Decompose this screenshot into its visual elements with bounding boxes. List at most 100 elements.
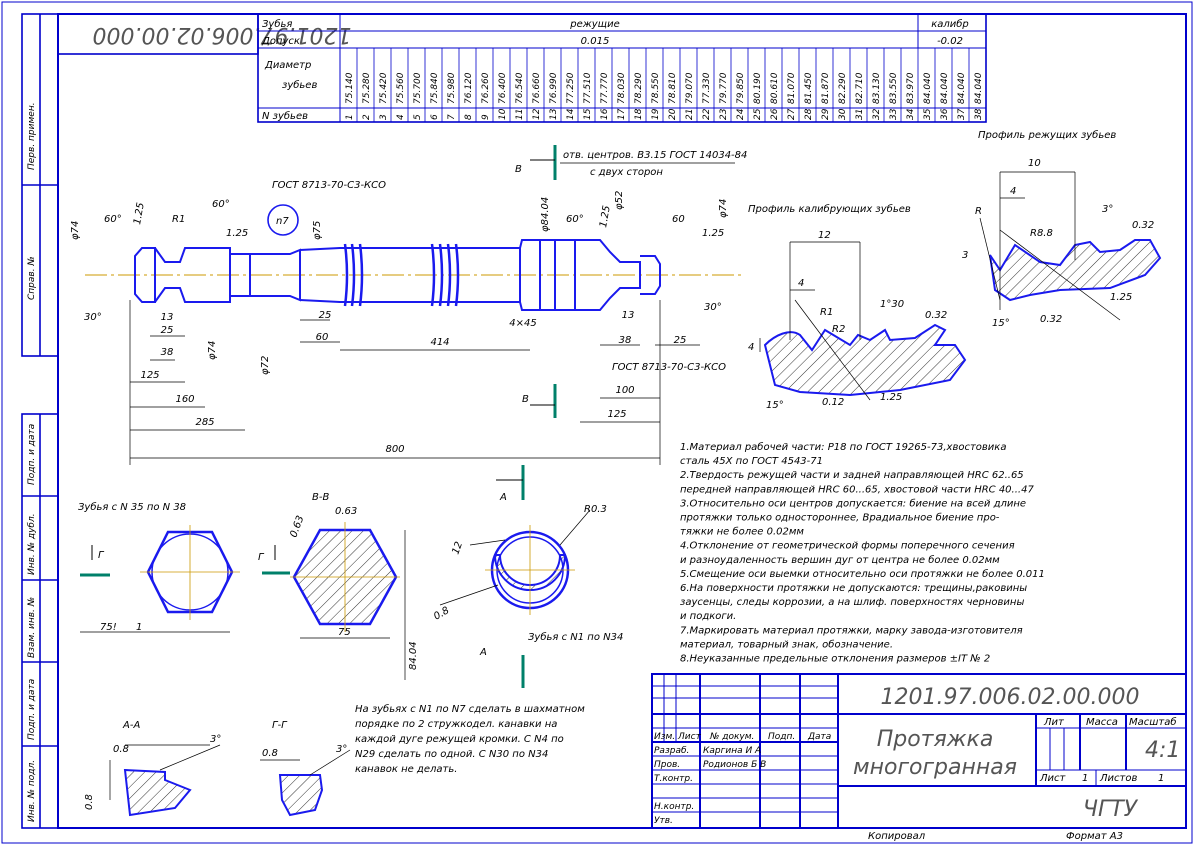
calib-dim-4b: 4 <box>748 342 754 353</box>
calib-profile-title: Профиль калибрующих зубьев <box>748 203 911 215</box>
view-b-top: В отв. центров. В3.15 ГОСТ 14034-84 с дв… <box>515 145 747 180</box>
cut-dim-r: R <box>975 206 982 217</box>
dim-38b: 38 <box>619 335 632 346</box>
top-drawing-number: 1201.97.006.02.00.000 <box>93 22 352 47</box>
gg-dim-08: 0.8 <box>262 748 278 759</box>
calib-dim-125: 1.25 <box>880 392 902 403</box>
dim-60: 60 <box>316 332 329 343</box>
diameter-cell: 76.400 <box>498 72 508 104</box>
dim-30deg-a: 30° <box>84 312 102 323</box>
title-drawing-number: 1201.97.006.02.00.000 <box>881 685 1140 710</box>
diameter-cell: 75.840 <box>430 72 440 104</box>
arrow-g-label-1: Г <box>98 550 105 561</box>
hex-dim-1: 1 <box>136 622 142 633</box>
diameter-cell: 82.710 <box>855 72 865 104</box>
dim-125-b: 1.25 <box>702 228 724 239</box>
tooth-number-cell: 4 <box>396 114 406 120</box>
calib-dim-15: 15° <box>766 400 784 411</box>
tech-note-line: и подкоги. <box>680 611 736 622</box>
title-scale: 4:1 <box>1145 738 1180 763</box>
tooth-number-cell: 31 <box>855 109 865 120</box>
diameter-cell: 75.280 <box>362 72 372 104</box>
tooth-number-cell: 13 <box>549 108 559 120</box>
dim-125: 125 <box>140 370 159 381</box>
tooth-number-cell: 22 <box>702 108 712 120</box>
diameter-cell: 83.130 <box>872 72 882 104</box>
main-dimensions <box>129 300 700 465</box>
title-block <box>651 673 1187 829</box>
tech-note-line: 3.Относительно оси центров допускается: … <box>680 497 1026 509</box>
tooth-ridge <box>446 243 452 307</box>
dim-160: 160 <box>175 394 194 405</box>
round-dim-08: 0.8 <box>432 605 451 622</box>
tooth-number-cell: 2 <box>362 114 372 120</box>
tooth-number-cell: 14 <box>566 108 576 120</box>
diameter-cell: 76.260 <box>481 72 491 104</box>
bb-dim-8404: 84.04 <box>408 641 419 670</box>
table-row3-label-1: Диаметр <box>264 60 311 71</box>
dim-phi74a: φ74 <box>70 221 81 240</box>
tech-note-line: 8.Неуказанные предельные отклонения разм… <box>680 654 990 665</box>
dim-60deg-a: 60° <box>104 214 122 225</box>
cut-dim-125: 1.25 <box>1110 292 1132 303</box>
title-sheet-label: Лист <box>1039 773 1067 784</box>
tooth-number-cell: 23 <box>719 108 729 120</box>
tb-izm: Изм. <box>654 732 675 742</box>
bb-dim-063a: 0.63 <box>335 506 357 517</box>
title-lit: Лит <box>1043 717 1065 728</box>
cut-dim-3: 3 <box>962 250 968 261</box>
dim-13a: 13 <box>161 312 174 323</box>
dim-phi72: φ72 <box>260 356 271 375</box>
section-aa: 0.8 3° 0.8 <box>84 734 221 817</box>
diameter-cell: 81.870 <box>821 72 831 104</box>
diameter-cell: 81.450 <box>804 72 814 104</box>
title-mass: Масса <box>1086 717 1118 728</box>
table-row4-label: N зубьев <box>262 110 308 122</box>
tooth-ridge <box>438 243 444 307</box>
arrow-g-mid: Г <box>258 545 290 575</box>
table-row2-right: -0.02 <box>937 36 963 47</box>
tooth-number-cell: 20 <box>668 108 678 120</box>
title-scale-label: Масштаб <box>1129 716 1177 728</box>
dim-125-d: 1.25 <box>598 205 613 229</box>
diameter-cell: 84.040 <box>974 72 984 104</box>
diameter-cell: 82.290 <box>838 72 848 104</box>
tooth-number-cell: 28 <box>804 108 814 120</box>
table-row1-label: Зубья <box>262 18 292 30</box>
view-b-label: В <box>515 164 522 175</box>
dim-25c: 25 <box>674 335 687 346</box>
tooth-ridge <box>454 243 460 307</box>
diameter-cell: 81.070 <box>787 72 797 104</box>
copied-label: Копировал <box>868 831 926 842</box>
diameter-cell: 78.030 <box>617 72 627 104</box>
side-label-2: Справ. № <box>27 256 37 300</box>
roughness-n7: n7 <box>276 216 289 227</box>
diameter-cell: 83.970 <box>906 72 916 104</box>
center-holes-note: отв. центров. В3.15 ГОСТ 14034-84 <box>563 150 747 161</box>
tech-note-line: 5.Смещение оси выемки относительно оси п… <box>680 568 1045 580</box>
diameter-cell: 83.550 <box>889 72 899 104</box>
tooth-ridge <box>430 243 436 307</box>
tooth-number-cell: 33 <box>889 108 899 120</box>
title-org: ЧГТУ <box>1083 797 1139 822</box>
tb-doc: № докум. <box>709 732 754 742</box>
tech-note-line: протяжки только одностороннее, Врадиальн… <box>680 512 1000 524</box>
groove-note-line: порядке по 2 стружкодел. канавки на <box>355 719 557 730</box>
dim-125b: 125 <box>607 409 626 420</box>
tooth-number-cell: 1 <box>345 114 355 120</box>
dim-phi74c: φ74 <box>718 199 729 218</box>
cut-dim-032b: 0.32 <box>1040 314 1062 325</box>
table-row2-label: Допуск <box>261 36 300 47</box>
tooth-ridge <box>350 243 356 307</box>
tooth-number-cell: 16 <box>600 108 610 120</box>
aa-dim-08b: 0.8 <box>84 794 95 810</box>
tooth-number-cell: 30 <box>838 108 848 120</box>
dim-phi84: φ84.04 <box>540 197 551 232</box>
tb-prov: Пров. <box>654 760 680 770</box>
dim-60-d: 60 <box>672 214 685 225</box>
section-gg: 0.8 3° <box>260 744 351 817</box>
tb-ncontr: Н.контр. <box>654 802 694 812</box>
groove-note-line: N29 сделать по одной. С N30 по N34 <box>355 749 548 760</box>
tooth-ridge <box>343 243 349 307</box>
table-row2-mid: 0.015 <box>581 36 610 47</box>
